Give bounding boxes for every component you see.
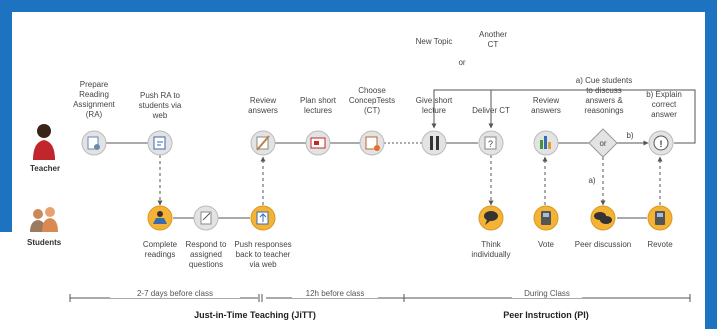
teacher-node-plan-lectures	[305, 130, 331, 156]
student-step-label: Think individually	[471, 240, 511, 259]
decision-or-label: or	[599, 139, 607, 148]
teacher-step-label: Plan short lectures	[299, 96, 337, 115]
timeline-12h: 12h before class	[292, 289, 378, 298]
teacher-step-label: Deliver CT	[472, 106, 510, 115]
students-avatar	[30, 207, 58, 232]
teacher-avatar	[33, 124, 55, 160]
student-step-label: Complete readings	[142, 240, 178, 259]
student-step-label: Vote	[537, 240, 554, 249]
student-step-label: Respond to assigned questions	[185, 240, 227, 269]
teacher-node-prepare-ra	[81, 130, 107, 156]
another-ct-label: Another CT	[478, 30, 508, 49]
teacher-step-label: Give short lecture	[415, 96, 453, 115]
timeline-during: During Class	[512, 289, 582, 298]
student-node-think	[478, 205, 504, 231]
student-node-push-responses	[250, 205, 276, 231]
teacher-label: Teacher	[30, 164, 61, 173]
student-node-complete-readings	[147, 205, 173, 231]
teacher-node-review-votes	[533, 130, 559, 156]
teacher-node-deliver-ct: ?	[478, 130, 504, 156]
teacher-node-decision	[588, 128, 618, 158]
branch-a-label: a)	[588, 176, 596, 185]
pi-title: Peer Instruction (PI)	[503, 310, 589, 320]
svg-text:?: ?	[488, 139, 493, 149]
student-step-label: Push responses back to teacher via web	[234, 240, 292, 269]
diagram-panel	[12, 12, 705, 329]
teacher-step-label: a) Cue students to discuss answers & rea…	[575, 76, 633, 115]
timeline-before-class: 2-7 days before class	[110, 289, 240, 298]
or-label: or	[458, 58, 466, 67]
teacher-step-label: Review answers	[531, 96, 561, 115]
teacher-step-label: Review answers	[248, 96, 278, 115]
student-node-respond	[193, 205, 219, 231]
teacher-node-push-ra	[147, 130, 173, 156]
teacher-step-label: Push RA to students via web	[138, 91, 182, 120]
teacher-node-choose-ct	[359, 130, 385, 156]
teacher-node-explain: !	[648, 130, 674, 156]
connectors	[69, 89, 696, 302]
teacher-step-label: Prepare Reading Assignment (RA)	[73, 80, 115, 119]
student-node-revote	[647, 205, 673, 231]
teacher-node-review-answers	[250, 130, 276, 156]
teacher-step-label: Choose ConcepTests (CT)	[348, 86, 396, 115]
student-node-peer-discussion	[590, 205, 616, 231]
panel-corner	[0, 232, 12, 329]
svg-text:!: !	[660, 139, 663, 149]
student-step-label: Peer discussion	[574, 240, 632, 249]
student-step-label: Revote	[647, 240, 673, 249]
teacher-node-give-lecture	[421, 130, 447, 156]
student-node-vote	[533, 205, 559, 231]
new-topic-label: New Topic	[415, 37, 453, 46]
branch-b-label: b)	[626, 131, 634, 140]
students-label: Students	[27, 238, 62, 247]
teacher-step-label: b) Explain correct answer	[646, 90, 682, 119]
jitt-title: Just-in-Time Teaching (JiTT)	[194, 310, 316, 320]
